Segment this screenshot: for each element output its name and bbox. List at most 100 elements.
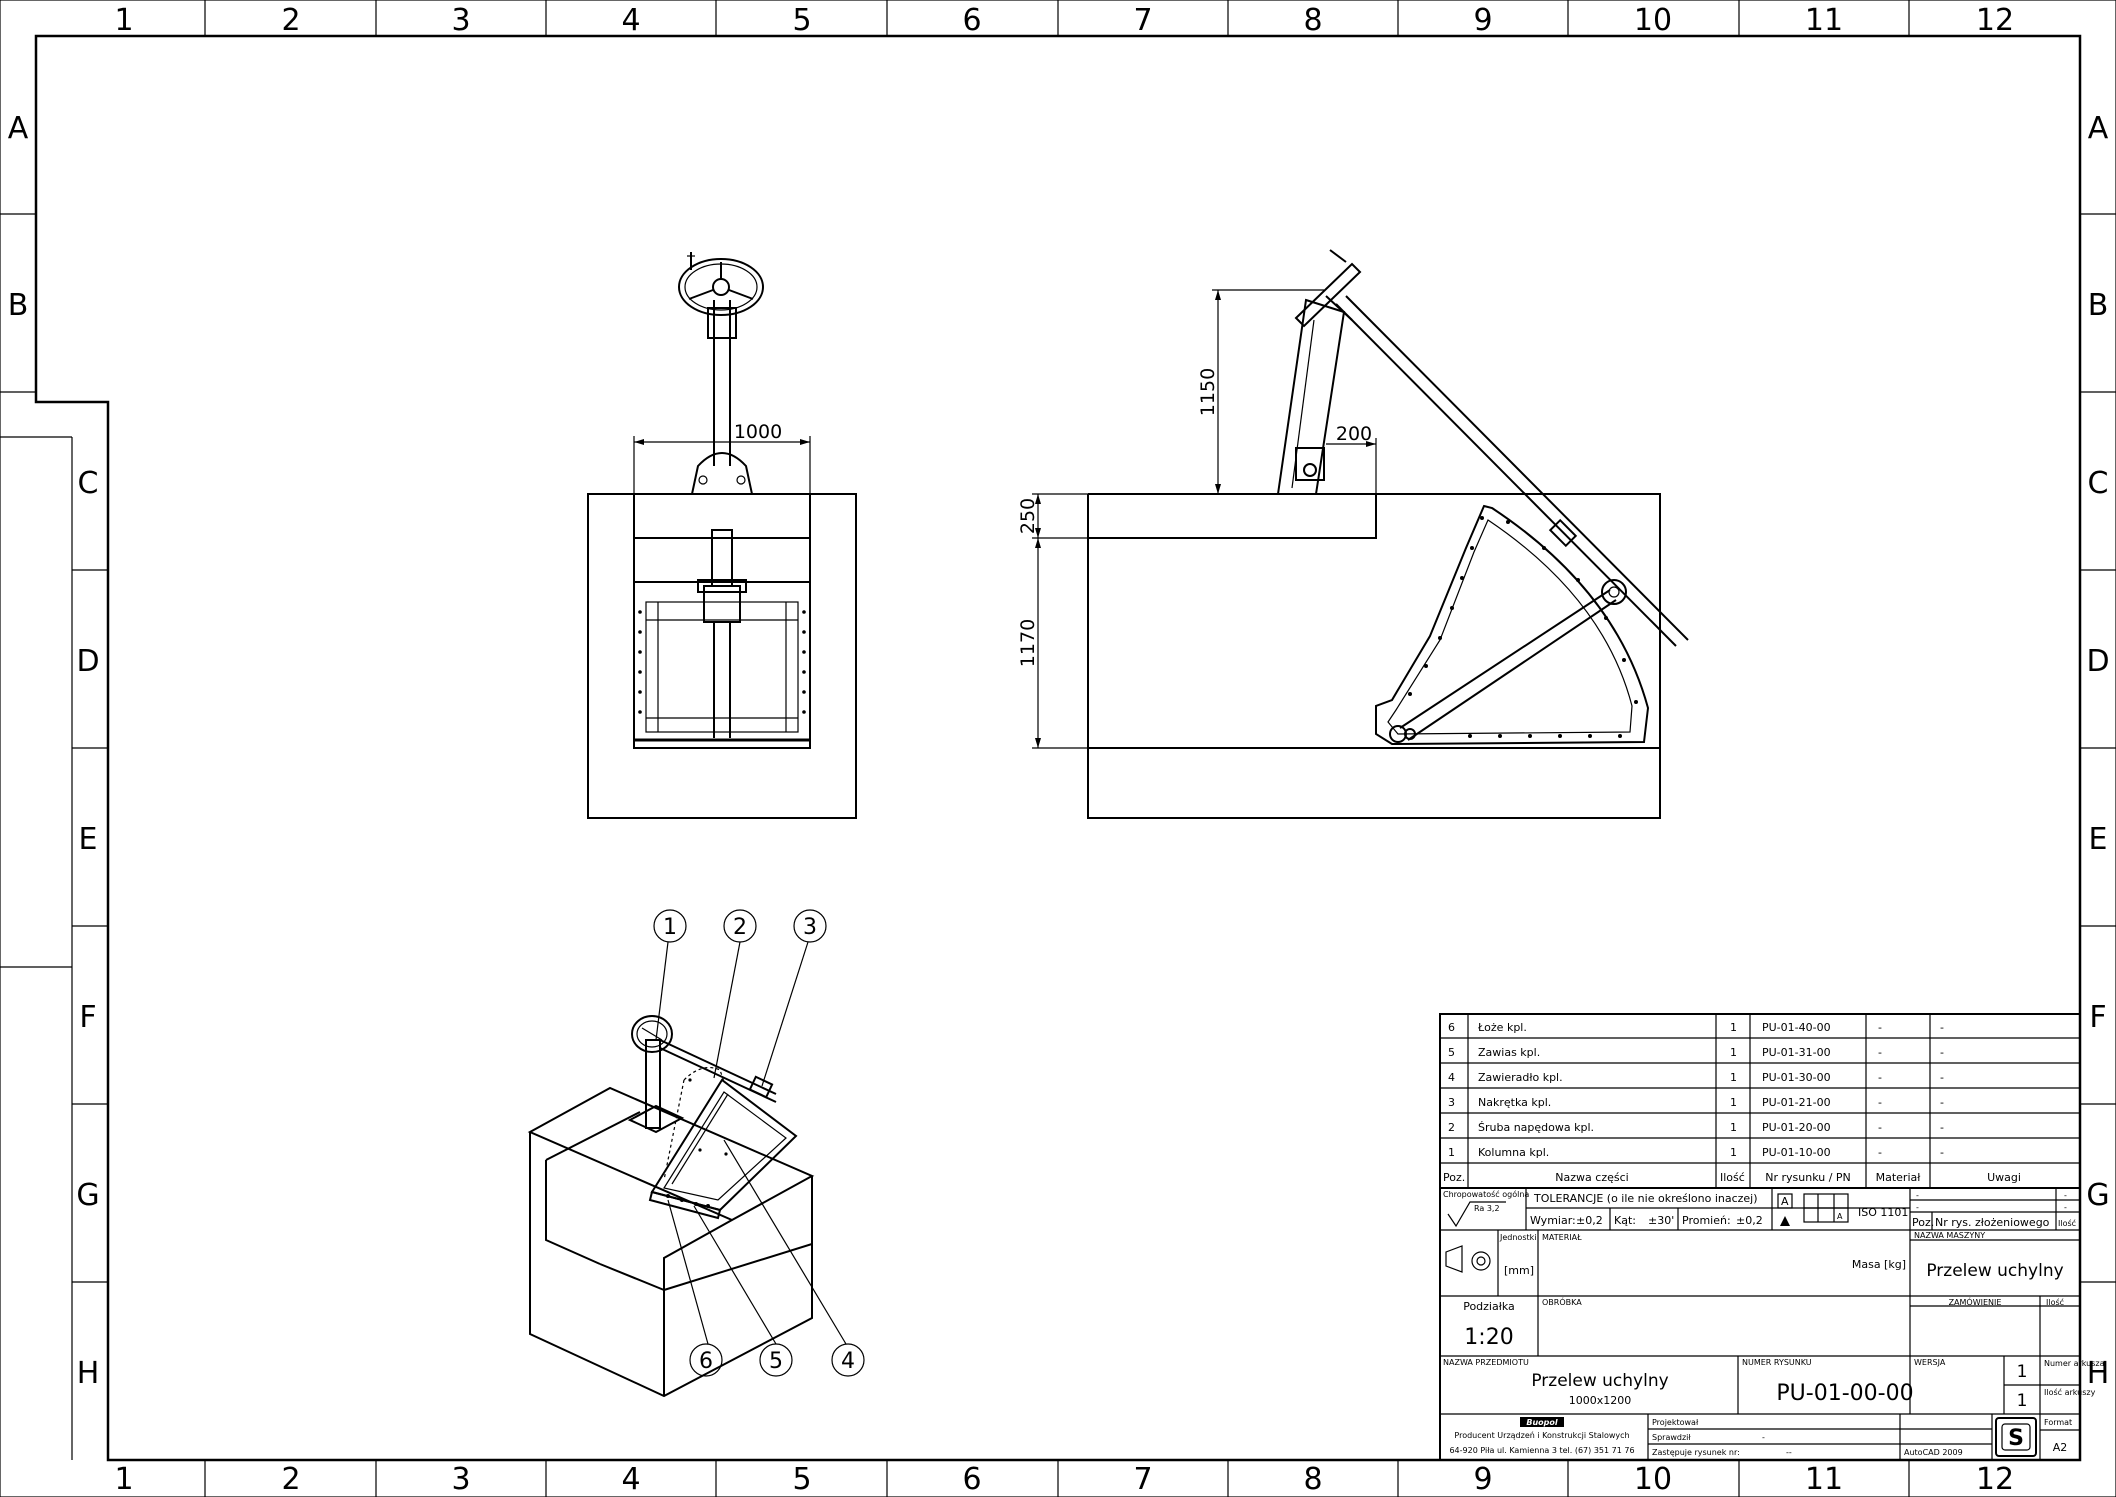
- designed-label: Projektował: [1652, 1418, 1699, 1427]
- header-material: Materiał: [1876, 1171, 1922, 1184]
- zone-col-9-bottom: 9: [1473, 1462, 1492, 1497]
- zone-col-1-bottom: 1: [114, 1462, 133, 1497]
- asm-poz-label: Poz.: [1912, 1216, 1934, 1229]
- software-label: AutoCAD 2009: [1904, 1448, 1963, 1457]
- version-value: 1: [2017, 1362, 2028, 1382]
- zone-row-h-right: H: [2087, 1356, 2110, 1391]
- side-view: 1150 200 250 1170: [1017, 249, 1689, 819]
- part-poz: 5: [1448, 1046, 1455, 1059]
- parts-list: 6 Łoże kpl. 1 PU-01-40-00 - - 5 Zawias k…: [1439, 1013, 2081, 1189]
- company-logo: Buopol: [1526, 1418, 1558, 1427]
- balloon-3: 3: [803, 915, 817, 940]
- tol-dim-value: ±0,2: [1576, 1214, 1603, 1227]
- part-material: -: [1878, 1046, 1882, 1059]
- iso-standard: ISO 1101: [1858, 1206, 1908, 1219]
- parts-header: Poz. Nazwa części Ilość Nr rysunku / PN …: [1443, 1171, 2021, 1184]
- company-logo-bar: [1520, 1417, 1564, 1427]
- part-material: -: [1878, 1096, 1882, 1109]
- zone-col-6-bottom: 6: [962, 1462, 981, 1497]
- zone-row-d-left: D: [76, 644, 99, 679]
- company-address: 64-920 Piła ul. Kamienna 3 tel. (67) 351…: [1449, 1446, 1634, 1455]
- sheet-no: 1: [2017, 1391, 2028, 1411]
- part-name: Zawieradło kpl.: [1478, 1071, 1563, 1084]
- company-description: Producent Urządzeń i Konstrukcji Stalowy…: [1454, 1431, 1629, 1440]
- asm-drawing-label: Nr rys. złożeniowego: [1935, 1216, 2050, 1229]
- drawing-no-label: NUMER RYSUNKU: [1742, 1358, 1812, 1367]
- part-poz: 1: [1448, 1146, 1455, 1159]
- balloon-2: 2: [733, 915, 747, 940]
- tol-angle-label: Kąt:: [1614, 1214, 1636, 1227]
- sheet-count-label: Ilość arkuszy: [2044, 1387, 2096, 1397]
- part-poz: 4: [1448, 1071, 1455, 1084]
- part-notes: -: [1940, 1096, 1944, 1109]
- machine-name: Przelew uchylny: [1926, 1261, 2063, 1281]
- version-label: WERSJA: [1914, 1358, 1946, 1367]
- isometric-view: 1 2 3 4 5 6: [527, 909, 865, 1398]
- part-poz: 6: [1448, 1021, 1455, 1034]
- part-name: Nakrętka kpl.: [1478, 1096, 1551, 1109]
- zone-col-3: 3: [451, 3, 470, 38]
- zone-row-g-left: G: [76, 1178, 99, 1213]
- scale-value: 1:20: [1464, 1325, 1513, 1350]
- part-name: Przelew uchylny: [1531, 1371, 1668, 1391]
- part-name: Zawias kpl.: [1478, 1046, 1540, 1059]
- balloon-4: 4: [841, 1349, 855, 1374]
- company-s-logo-icon: S: [2008, 1426, 2024, 1451]
- order-label: ZAMÓWIENIE: [1949, 1296, 2002, 1307]
- part-drawing: PU-01-30-00: [1762, 1071, 1831, 1084]
- part-drawing: PU-01-31-00: [1762, 1046, 1831, 1059]
- zone-col-5: 5: [792, 3, 811, 38]
- tol-angle-value: ±30': [1648, 1214, 1674, 1227]
- zone-row-a-right: A: [2088, 111, 2109, 146]
- part-qty: 1: [1730, 1021, 1737, 1034]
- part-drawing: PU-01-40-00: [1762, 1021, 1831, 1034]
- header-notes: Uwagi: [1987, 1171, 2021, 1184]
- title-block: Chropowatość ogólna Ra 3,2 TOLERANCJE (o…: [1439, 1187, 2105, 1461]
- order-qty-label: Ilość: [2046, 1297, 2064, 1307]
- zone-col-2: 2: [281, 3, 300, 38]
- zone-col-12: 12: [1976, 3, 2014, 38]
- zone-row-c-right: C: [2088, 466, 2109, 501]
- asm-dash-1: -: [1916, 1191, 1919, 1200]
- part-name: Śruba napędowa kpl.: [1478, 1121, 1594, 1134]
- tolerance-title: TOLERANCJE (o ile nie określono inaczej): [1533, 1192, 1758, 1205]
- asm-dash-3: -: [2064, 1191, 2067, 1200]
- tol-radius-label: Promień:: [1682, 1214, 1731, 1227]
- zone-col-10: 10: [1634, 3, 1672, 38]
- zone-row-a-left: A: [8, 111, 29, 146]
- header-qty: Ilość: [1720, 1171, 1745, 1184]
- dimension-1000: 1000: [734, 421, 782, 443]
- tol-dim-label: Wymiar:: [1530, 1214, 1576, 1227]
- datum-ref: A: [1837, 1212, 1843, 1221]
- balloon-1: 1: [663, 915, 677, 940]
- dimension-250: 250: [1017, 498, 1039, 534]
- part-notes: -: [1940, 1121, 1944, 1134]
- part-name-label: NAZWA PRZEDMIOTU: [1443, 1358, 1529, 1367]
- zone-row-d-right: D: [2086, 644, 2109, 679]
- part-qty: 1: [1730, 1071, 1737, 1084]
- treatment-label: OBRÓBKA: [1542, 1296, 1582, 1307]
- zone-row-e-left: E: [79, 822, 98, 857]
- checked-value: -: [1762, 1433, 1765, 1442]
- dimension-1170: 1170: [1017, 619, 1039, 667]
- parts-row-1: 1 Kolumna kpl. 1 PU-01-10-00 - -: [1448, 1146, 1944, 1159]
- part-qty: 1: [1730, 1046, 1737, 1059]
- dimension-200: 200: [1336, 423, 1372, 445]
- part-qty: 1: [1730, 1121, 1737, 1134]
- part-name: Łoże kpl.: [1477, 1021, 1527, 1034]
- tol-radius-value: ±0,2: [1736, 1214, 1763, 1227]
- part-poz: 2: [1448, 1121, 1455, 1134]
- header-poz: Poz.: [1443, 1171, 1465, 1184]
- units-label: Jednostki: [1499, 1233, 1536, 1242]
- asm-dash-2: -: [1916, 1203, 1919, 1212]
- roughness-value: Ra 3,2: [1474, 1204, 1500, 1213]
- header-name: Nazwa części: [1555, 1171, 1628, 1184]
- parts-row-2: 2 Śruba napędowa kpl. 1 PU-01-20-00 - -: [1448, 1121, 1944, 1134]
- zone-col-7-bottom: 7: [1133, 1462, 1152, 1497]
- part-drawing: PU-01-21-00: [1762, 1096, 1831, 1109]
- zone-col-11: 11: [1805, 3, 1843, 38]
- dimension-1150: 1150: [1197, 368, 1219, 416]
- balloon-5: 5: [769, 1349, 783, 1374]
- format-value: A2: [2053, 1441, 2068, 1454]
